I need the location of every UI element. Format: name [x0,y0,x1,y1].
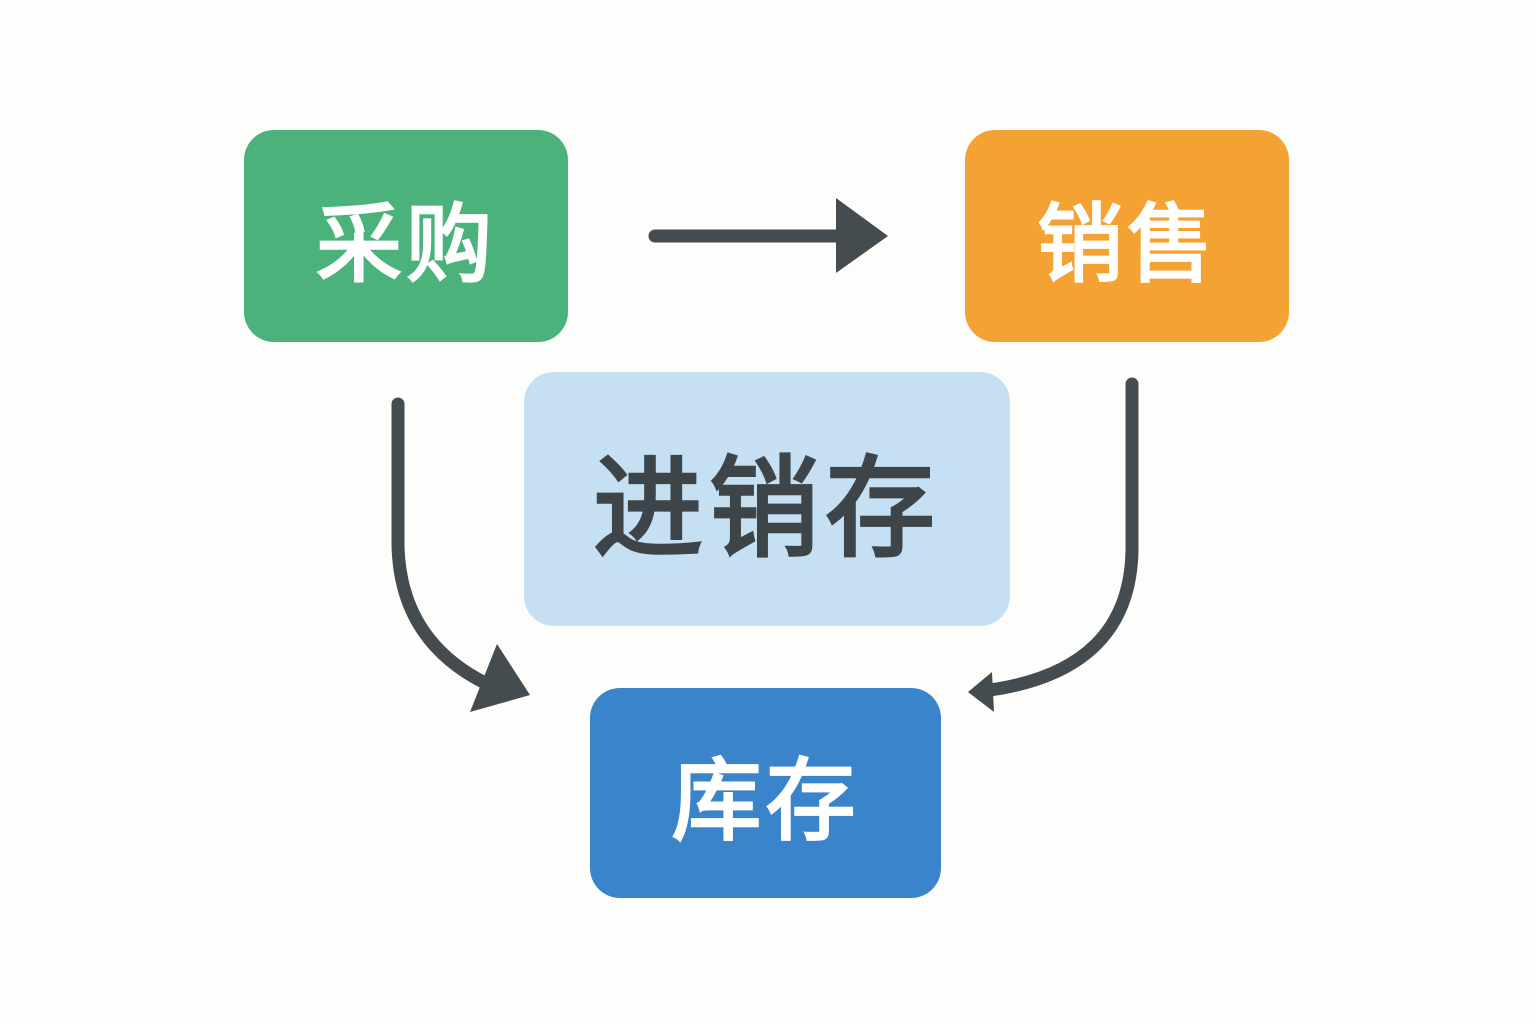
arrowhead-icon [968,672,994,712]
node-center-label: 进销存 [593,445,941,573]
arrowhead-icon [470,644,530,712]
node-sales: 销售 [965,130,1289,342]
arrow-purchase-to-inventory [391,397,492,690]
node-center: 进销存 [524,372,1010,626]
arrowhead-icon [836,198,888,273]
node-inventory-label: 库存 [671,749,860,854]
node-inventory: 库存 [590,688,941,898]
node-purchase-label: 采购 [316,194,496,295]
node-purchase: 采购 [244,130,568,342]
node-sales-label: 销售 [1037,194,1217,295]
arrow-sales-to-inventory [983,377,1139,697]
